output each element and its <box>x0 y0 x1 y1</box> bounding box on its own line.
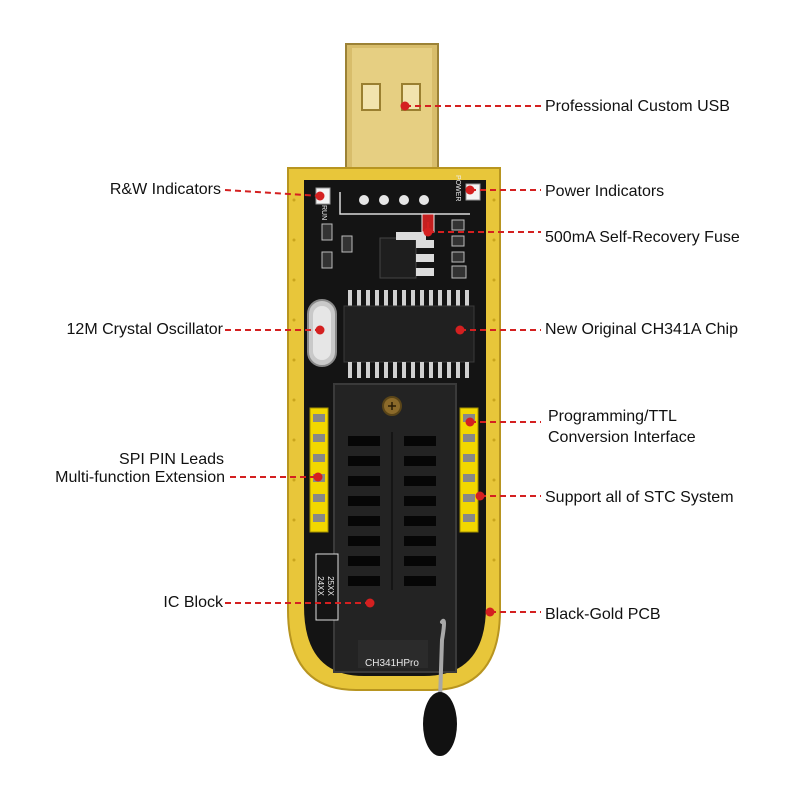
spi-pin-header <box>309 407 329 533</box>
label-multifunction-extension: Multi-function Extension <box>55 469 225 486</box>
label-programming-ttl: Programming/TTL <box>548 408 677 425</box>
ch341a-chip <box>343 290 475 378</box>
voltage-regulator <box>379 232 434 279</box>
label-power-indicators: Power Indicators <box>545 183 665 200</box>
label-conversion-interface: Conversion Interface <box>548 429 696 446</box>
label-ic-block: IC Block <box>163 594 223 611</box>
run-silkscreen: RUN <box>320 205 327 220</box>
label-stc-system: Support all of STC System <box>545 489 734 506</box>
marker-dots <box>313 101 495 617</box>
smd-components <box>321 213 467 279</box>
label-spi-pin-leads: SPI PIN Leads <box>119 451 224 468</box>
pcb-edge-vias <box>292 198 496 562</box>
label-ch341a-chip: New Original CH341A Chip <box>545 321 738 338</box>
label-crystal: 12M Crystal Oscillator <box>66 321 223 338</box>
label-fuse: 500mA Self-Recovery Fuse <box>545 229 740 246</box>
board-name-silkscreen: CH341HPro <box>365 658 419 669</box>
eeprom-type-labels: 25XX 24XX <box>315 553 339 621</box>
svg-text:24XX: 24XX <box>316 576 325 596</box>
label-rw-indicators: R&W Indicators <box>109 181 221 198</box>
svg-text:25XX: 25XX <box>326 576 335 596</box>
leader-lines <box>224 105 541 613</box>
usb-solder-pads <box>359 195 429 205</box>
socket-lever-knob <box>423 692 457 756</box>
label-black-gold-pcb: Black-Gold PCB <box>545 606 661 623</box>
power-silkscreen: POWER <box>454 175 461 201</box>
label-professional-usb: Professional Custom USB <box>545 98 730 115</box>
ttl-pin-header <box>459 407 479 533</box>
zif-socket: CH341HPro <box>333 383 457 756</box>
